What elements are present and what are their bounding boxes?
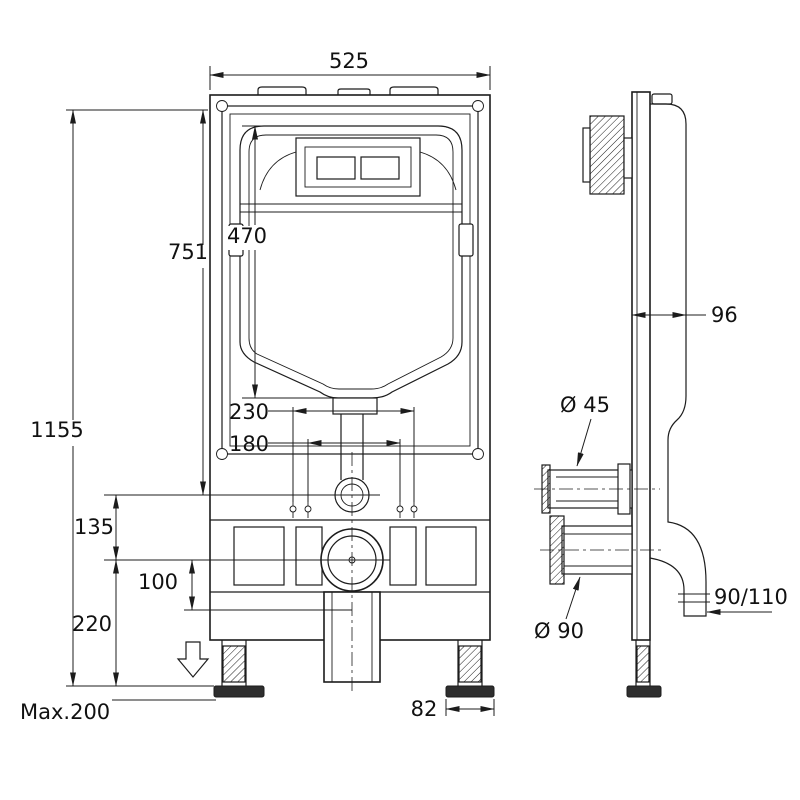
wall-plate: [631, 91, 651, 641]
mounting-bolts: [289, 500, 418, 518]
access-panel: [216, 100, 484, 460]
flush-button-right: [360, 156, 400, 180]
dim-label-dia45: Ø 45: [560, 393, 610, 417]
side-leg: [626, 640, 662, 698]
dim-label-96: 96: [711, 303, 738, 327]
dim-label-180: 180: [229, 432, 269, 456]
dim-label-135: 135: [74, 515, 114, 539]
side-foot: [626, 685, 662, 698]
dim-label-max200: Max.200: [20, 700, 110, 724]
dim-label-220: 220: [72, 612, 112, 636]
left-foot: [213, 685, 265, 698]
dim-label-230: 230: [229, 400, 269, 424]
water-supply-pipe: [534, 463, 660, 515]
flush-plate: [295, 137, 421, 197]
right-leg-thread: [458, 645, 482, 683]
dim-label-525: 525: [329, 49, 369, 73]
dimensions: 525 751 470 1155 230 180: [20, 49, 788, 724]
dim-label-470: 470: [227, 224, 267, 248]
tank-profile: [649, 93, 710, 617]
dim-label-82: 82: [411, 697, 438, 721]
frame-legs: [213, 640, 495, 698]
dim-label-90-110: 90/110: [714, 585, 788, 609]
dim-label-1155: 1155: [30, 418, 83, 442]
dim-label-100: 100: [138, 570, 178, 594]
front-view: [176, 86, 495, 698]
dim-label-751: 751: [168, 240, 208, 264]
inlet-valve: [582, 115, 633, 195]
left-leg-thread: [222, 645, 246, 683]
right-foot: [445, 685, 495, 698]
side-view: [534, 91, 710, 698]
outlet-stub-pipe: [540, 515, 664, 585]
flush-button-left: [316, 156, 356, 180]
dim-label-dia90: Ø 90: [534, 619, 584, 643]
floor-direction-arrow-icon: [176, 641, 210, 678]
